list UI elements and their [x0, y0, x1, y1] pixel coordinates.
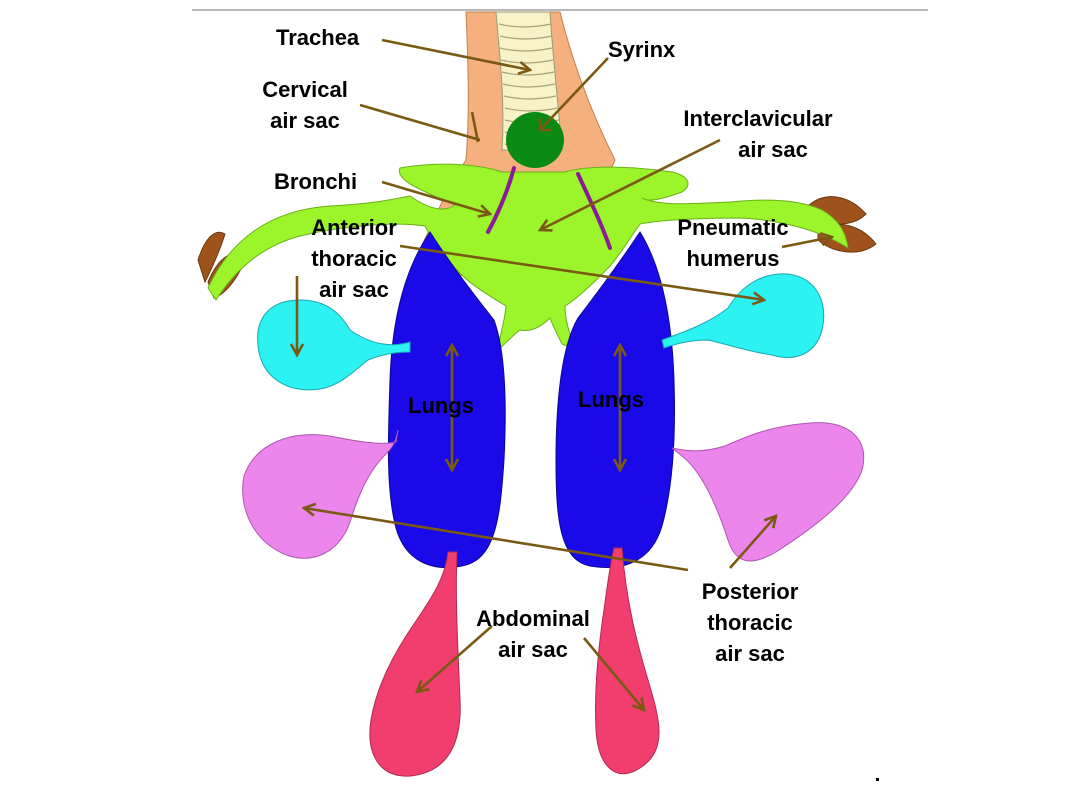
label-pneumatic-humerus: Pneumatic humerus [677, 215, 789, 271]
label-lungs-right: Lungs [578, 387, 644, 412]
bronchi-tubes [486, 166, 612, 250]
arrow-posterior-left [304, 508, 689, 572]
arrow-bronchi [381, 180, 490, 214]
arrow-syrinx [538, 57, 609, 132]
arrow-cervical [359, 103, 481, 143]
right-anterior-thoracic-air-sac [661, 273, 825, 358]
right-abdominal-air-sac [594, 547, 660, 775]
label-posterior-thoracic-air-sac: Posterior thoracic air sac [701, 579, 799, 666]
syrinx-shape [506, 112, 564, 168]
right-posterior-thoracic-air-sac [671, 422, 865, 562]
left-posterior-thoracic-air-sac [242, 429, 399, 559]
pointer-arrows [297, 38, 832, 710]
arrow-posterior-right [729, 516, 776, 569]
label-lungs-left: Lungs [408, 393, 474, 418]
dot-mark [876, 778, 879, 781]
arrow-anterior-right [399, 244, 764, 300]
label-interclavicular-air-sac: Interclavicular air sac [683, 106, 833, 162]
arrow-trachea [381, 38, 530, 70]
left-abdominal-air-sac [369, 551, 461, 777]
arrow-interclavicular [540, 138, 721, 230]
arrow-abdominal-right [583, 637, 644, 710]
interclavicular-air-sac [207, 163, 849, 352]
label-syrinx: Syrinx [608, 37, 676, 62]
arrow-pneumatic [781, 237, 832, 249]
label-bronchi: Bronchi [274, 169, 358, 194]
left-anterior-thoracic-air-sac [257, 299, 411, 391]
arrow-abdominal-left [417, 625, 493, 692]
label-anterior-thoracic-air-sac: Anterior thoracic air sac [311, 215, 397, 302]
label-cervical-air-sac: Cervical air sac [262, 77, 348, 133]
label-trachea: Trachea [276, 25, 360, 50]
label-abdominal-air-sac: Abdominal air sac [476, 606, 590, 662]
